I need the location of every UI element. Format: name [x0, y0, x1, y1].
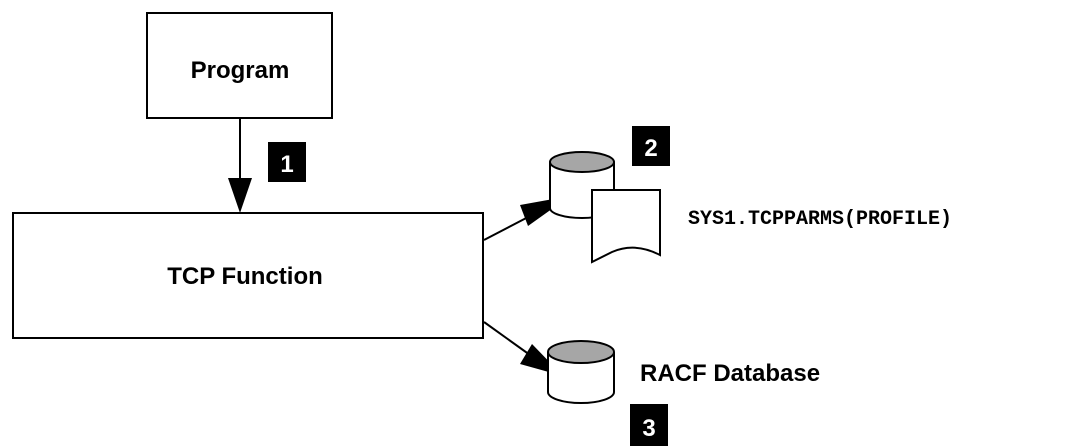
tcp-to-dataset-arrow-line [483, 214, 533, 241]
program-box [146, 12, 333, 119]
document-icon [591, 189, 661, 264]
step-2-marker [632, 126, 670, 166]
step-1-marker-label: 1 [280, 151, 293, 178]
tcp-function-label: TCP Function [167, 263, 323, 290]
step-3-marker [630, 404, 668, 446]
racf-database-label: RACF Database [640, 360, 820, 387]
program-to-tcp-arrowhead [228, 178, 252, 213]
program-label: Program [191, 57, 290, 84]
step-1-marker [268, 142, 306, 182]
step-2-marker-label: 2 [644, 135, 657, 162]
tcp-function-box [12, 212, 484, 339]
racf-database-cylinder-icon [547, 340, 615, 404]
dataset-label: SYS1.TCPPARMS(PROFILE) [688, 208, 952, 231]
tcp-to-racf-arrow-line [483, 321, 531, 356]
step-3-marker-label: 3 [642, 415, 655, 442]
